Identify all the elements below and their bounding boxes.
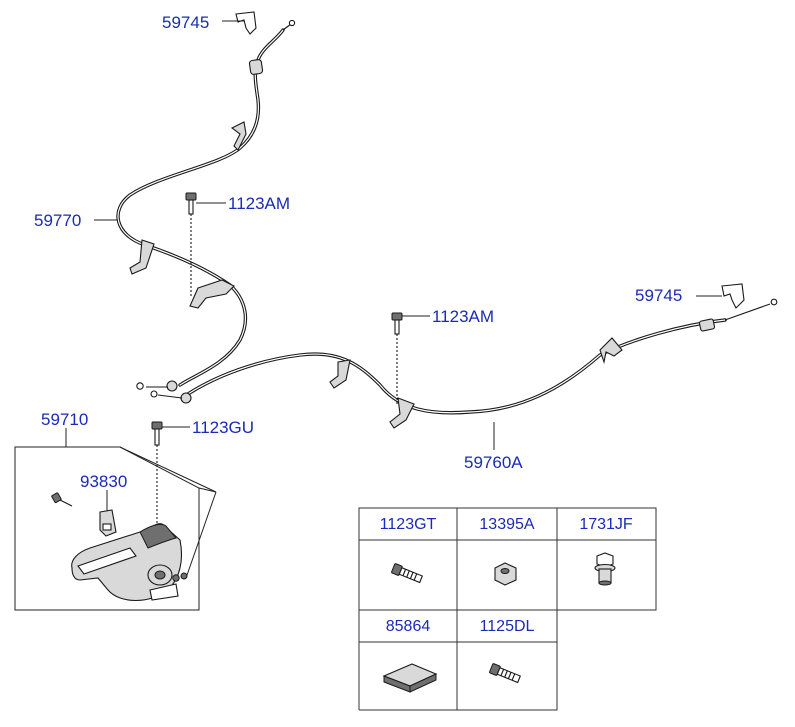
parking-brake-lever [71,523,188,601]
bolt-upper [185,192,226,298]
clip-right [696,283,745,309]
table-code-1123gt: 1123GT [380,516,437,533]
clip-top [222,11,257,35]
table-code-13395a: 13395A [479,516,534,533]
callout-cable-rear-right: 59760A [464,453,523,472]
table-code-1731jf: 1731JF [579,516,633,533]
callout-clip-top: 59745 [162,13,209,32]
lever-assembly-frame [14,428,217,611]
flange-bolt-icon [594,552,616,586]
callout-cable-rear-left: 59770 [34,211,81,230]
parts-table: 1123GT 13395A 1731JF 85864 1125DL [358,507,657,711]
bolt-mid [391,312,430,406]
callout-switch: 93830 [80,472,127,491]
pad-icon [382,663,438,693]
bolt-icon [489,663,522,684]
callout-bolt-lever: 1123GU [192,418,254,437]
callout-clip-right: 59745 [635,286,682,305]
bolt-icon [391,563,424,584]
callout-bolt-mid: 1123AM [432,307,494,326]
table-code-1125dl: 1125DL [480,618,535,635]
switch-part [99,490,117,537]
table-code-85864: 85864 [386,618,431,635]
switch-screw [51,492,73,507]
cable-rear-left [116,19,296,392]
callout-bolt-upper: 1123AM [228,194,290,213]
cable-rear-right [150,298,778,429]
nut-icon [494,562,517,586]
bolt-lever [151,421,190,530]
callout-lever-assembly: 59710 [41,410,88,429]
